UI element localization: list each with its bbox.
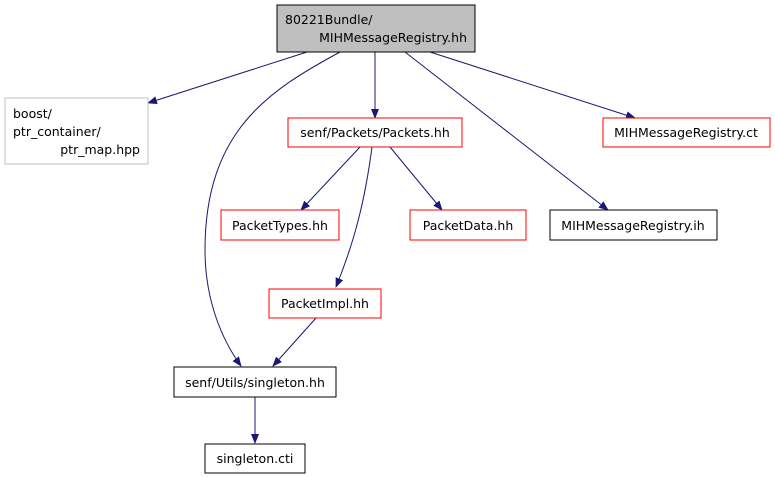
node-packet-data-label: PacketData.hh: [423, 218, 514, 233]
node-packet-types-label: PacketTypes.hh: [232, 218, 328, 233]
node-singleton-label: senf/Utils/singleton.hh: [185, 375, 325, 390]
edge-root-to-singleton: [204, 51, 341, 367]
node-root-line1: 80221Bundle/: [285, 12, 373, 27]
node-registry-ct-label: MIHMessageRegistry.ct: [614, 125, 758, 140]
node-packets[interactable]: senf/Packets/Packets.hh: [287, 117, 463, 148]
edge-root-to-registry-ct: [429, 51, 636, 120]
node-singleton-cti[interactable]: singleton.cti: [204, 443, 306, 474]
node-packet-impl-label: PacketImpl.hh: [281, 296, 369, 311]
node-root[interactable]: 80221Bundle/ MIHMessageRegistry.hh: [276, 4, 476, 53]
edge-packets-to-packet-types: [300, 146, 361, 211]
node-packet-types[interactable]: PacketTypes.hh: [220, 209, 340, 241]
edge-root-to-registry-ih: [404, 51, 609, 211]
node-boost-line2: ptr_container/: [13, 124, 101, 139]
node-registry-ih-label: MIHMessageRegistry.ih: [561, 218, 704, 233]
node-packet-data[interactable]: PacketData.hh: [409, 209, 527, 241]
node-registry-ct[interactable]: MIHMessageRegistry.ct: [602, 117, 771, 148]
edges: [147, 51, 636, 444]
node-boost-ptr-map: boost/ ptr_container/ ptr_map.hpp: [4, 97, 149, 165]
edge-packet-impl-to-singleton: [272, 317, 317, 367]
edge-root-to-boost: [147, 51, 308, 105]
node-singleton[interactable]: senf/Utils/singleton.hh: [173, 366, 337, 398]
node-singleton-cti-label: singleton.cti: [217, 451, 294, 466]
node-boost-line1: boost/: [13, 106, 53, 121]
node-root-line2: MIHMessageRegistry.hh: [319, 30, 467, 45]
node-packet-impl[interactable]: PacketImpl.hh: [268, 288, 382, 319]
edge-packets-to-packet-impl: [335, 146, 373, 288]
node-registry-ih[interactable]: MIHMessageRegistry.ih: [549, 209, 718, 241]
node-boost-line3: ptr_map.hpp: [60, 142, 140, 157]
node-packets-label: senf/Packets/Packets.hh: [300, 125, 450, 140]
edge-packets-to-packet-data: [389, 146, 443, 211]
